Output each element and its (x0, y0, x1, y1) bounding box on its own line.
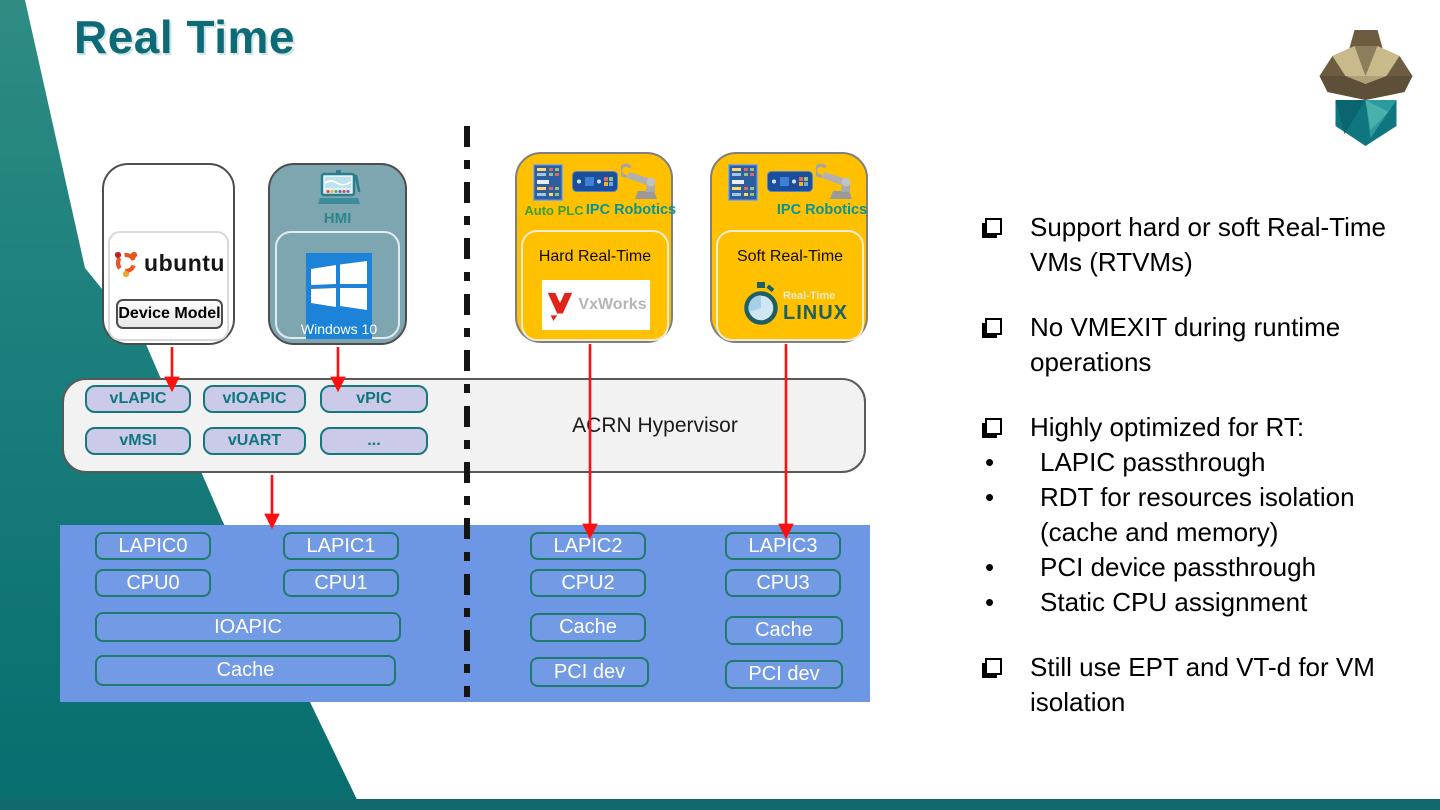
windows-flag-logo (311, 261, 367, 310)
feature-list: Support hard or soft Real-Time VMs (RTVM… (985, 210, 1409, 750)
hmi-label: HMI (323, 210, 352, 227)
bullet-text: Still use EPT and VT-d for VM isolation (1030, 652, 1375, 717)
auto-plc-icon (533, 164, 563, 201)
rt-linux-stopwatch-icon (744, 282, 778, 325)
lapic2-chip: LAPIC2 (530, 532, 646, 560)
ipc-icon (767, 171, 813, 192)
robot-arm-icon (621, 163, 657, 199)
ubuntu-logo-row: ubuntu (110, 249, 227, 277)
lapic3-chip: LAPIC3 (725, 532, 841, 560)
more-chip: ... (320, 427, 428, 455)
pcidev3-chip: PCI dev (725, 660, 843, 689)
service-vm-box: ubuntu Device Model (102, 163, 235, 345)
windows-logo-block: Windows 10 (301, 253, 377, 339)
hmi-icon (318, 170, 361, 204)
page-title: Real Time (74, 11, 295, 63)
bullet-group: No VMEXIT during runtime operations (985, 310, 1409, 380)
vioapic-chip: vIOAPIC (203, 385, 306, 413)
cache3-chip: Cache (725, 616, 843, 645)
hard-rt-label: Hard Real-Time (538, 248, 652, 265)
bullet-group: Support hard or soft Real-Time VMs (RTVM… (985, 210, 1409, 280)
cpu3-chip: CPU3 (725, 569, 841, 597)
auto-plc-label: Auto PLC (524, 203, 584, 218)
hard-rtvm-box: Auto PLC IPC Robotics Hard Real-Time VxW… (515, 152, 676, 343)
checkbox-bullet-icon (985, 318, 1002, 335)
vmsi-chip: vMSI (85, 427, 191, 455)
cpu0-chip: CPU0 (95, 569, 211, 597)
sub-bullet-text: Static CPU assignment (1040, 587, 1308, 617)
soft-rt-label: Soft Real-Time (736, 248, 844, 265)
rt-linux-logo: Real-Time LINUX (742, 276, 852, 332)
vxworks-v-icon (548, 292, 573, 321)
cache2-chip: Cache (530, 613, 646, 642)
soft-rtvm-box: IPC Robotics Soft Real-Time Real-Time LI… (710, 152, 868, 343)
checkbox-bullet-icon (985, 658, 1002, 675)
ipc-robotics-label: IPC Robotics (585, 202, 677, 218)
cpu2-chip: CPU2 (530, 569, 646, 597)
checkbox-bullet-icon (985, 418, 1002, 435)
vxworks-logo: VxWorks (542, 280, 650, 330)
rt-linux-small-label: Real-Time (783, 290, 836, 302)
sub-bullet-text: RDT for resources isolation (cache and m… (1040, 482, 1355, 547)
vpic-chip: vPIC (320, 385, 428, 413)
lapic0-chip: LAPIC0 (95, 532, 211, 560)
bullet-text: No VMEXIT during runtime operations (1030, 312, 1341, 377)
lapic1-chip: LAPIC1 (283, 532, 399, 560)
acorn-logo (1319, 30, 1413, 146)
rt-linux-label: LINUX (783, 302, 848, 324)
hard-rt-inner-box: Hard Real-Time VxWorks (521, 230, 669, 341)
bullet-text: Highly optimized for RT: (1030, 412, 1305, 442)
bullet-group: Highly optimized for RT: LAPIC passthrou… (985, 410, 1409, 620)
bullet-text: Support hard or soft Real-Time VMs (RTVM… (1030, 212, 1386, 277)
hmi-vm-box: HMI Windows 10 (268, 163, 407, 345)
sub-bullet-text: LAPIC passthrough (1040, 447, 1266, 477)
vxworks-label: VxWorks (578, 296, 647, 313)
ipc-robotics-label: IPC Robotics (776, 202, 868, 218)
cpu1-chip: CPU1 (283, 569, 399, 597)
device-model-button: Device Model (116, 299, 223, 329)
ubuntu-inner-box: ubuntu Device Model (108, 231, 229, 341)
checkbox-bullet-icon (985, 218, 1002, 235)
cache-left-chip: Cache (95, 655, 396, 686)
ioapic-chip: IOAPIC (95, 612, 401, 642)
auto-plc-icon (728, 164, 758, 201)
vuart-chip: vUART (203, 427, 306, 455)
pcidev2-chip: PCI dev (530, 657, 649, 687)
robot-arm-icon (816, 163, 852, 199)
ipc-icon (572, 171, 618, 192)
windows-label: Windows 10 (300, 321, 378, 337)
hypervisor-label: ACRN Hypervisor (572, 414, 738, 437)
bottom-accent-bar (0, 799, 1440, 810)
ubuntu-label: ubuntu (144, 249, 225, 276)
ubuntu-logo (114, 251, 138, 277)
vlapic-chip: vLAPIC (85, 385, 191, 413)
sub-bullet-text: PCI device passthrough (1040, 552, 1317, 582)
bullet-group: Still use EPT and VT-d for VM isolation (985, 650, 1409, 720)
soft-rt-inner-box: Soft Real-Time Real-Time LINUX (716, 230, 864, 341)
